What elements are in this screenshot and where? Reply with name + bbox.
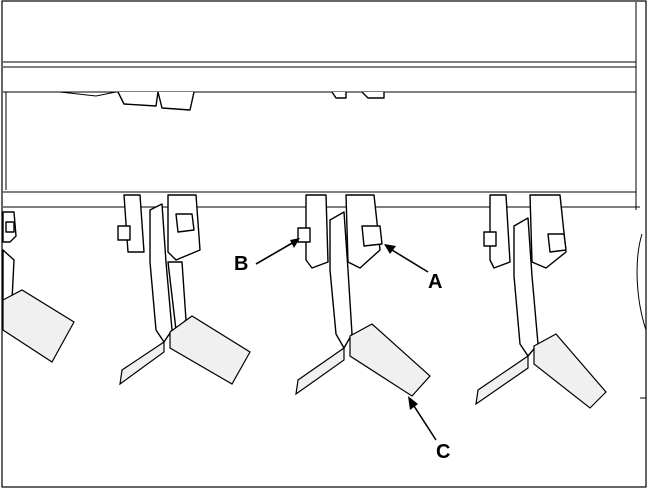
tine-right-partial — [636, 233, 647, 399]
upper-brackets — [59, 91, 385, 111]
callout-a-label: A — [428, 271, 442, 293]
callout-c: C — [408, 396, 450, 463]
tine-1 — [117, 194, 251, 386]
callout-b: B — [234, 238, 300, 275]
frame-beams — [3, 2, 640, 210]
tine-2 — [295, 194, 431, 397]
callout-a: A — [384, 244, 442, 293]
tine-3 — [475, 194, 607, 409]
callout-c-label: C — [436, 441, 450, 463]
tine-left-partial — [2, 211, 75, 363]
callout-b-label: B — [234, 253, 248, 275]
